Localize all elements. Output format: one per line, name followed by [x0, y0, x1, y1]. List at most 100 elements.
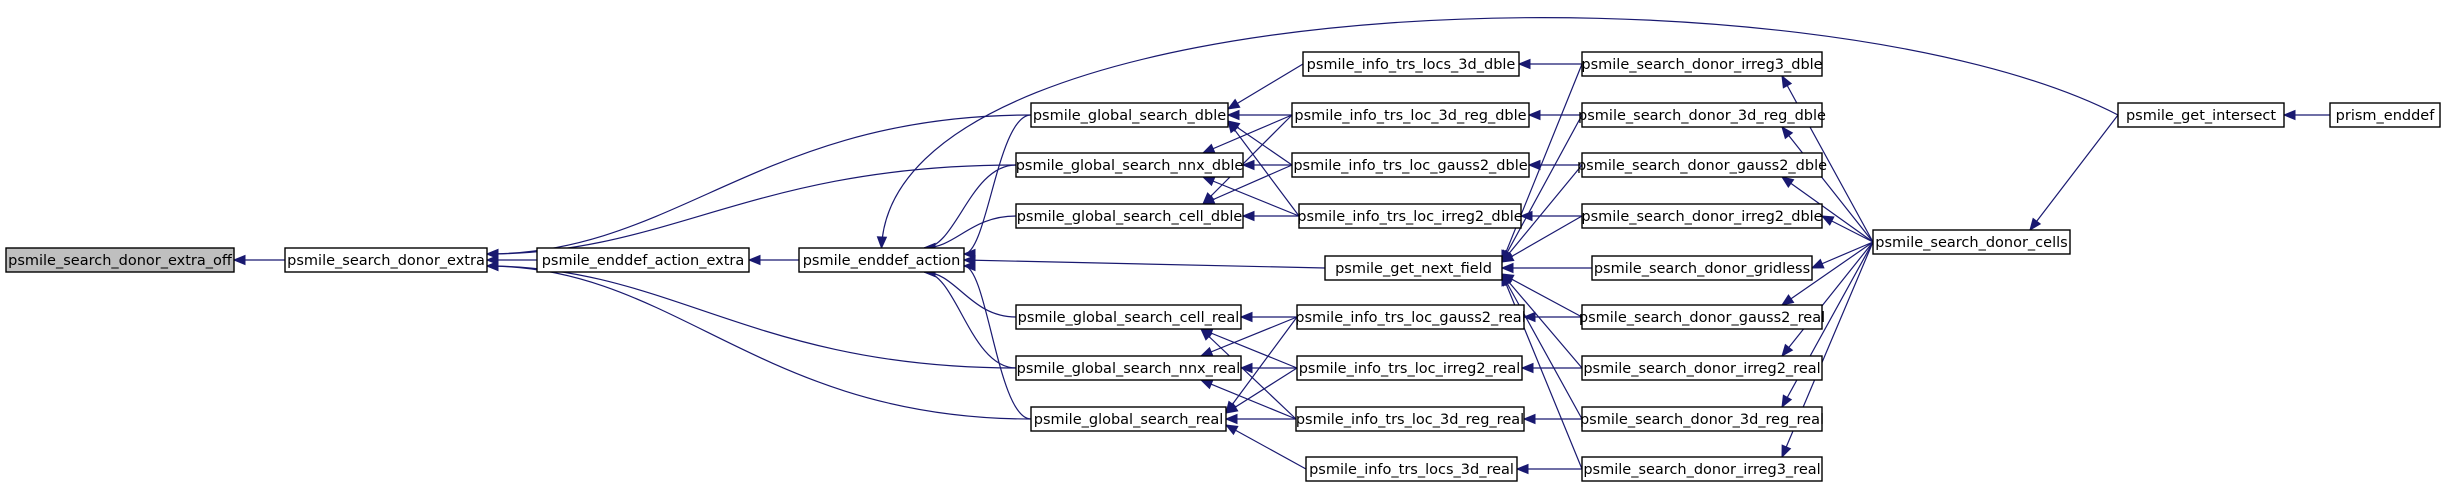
arrowhead-icon [1500, 262, 1514, 274]
arrowhead-icon [1527, 159, 1541, 171]
call-edge-line [1501, 63, 1583, 263]
call-edge [1520, 362, 1582, 374]
call-edge [1241, 210, 1299, 222]
arrowhead-icon [1227, 119, 1240, 134]
call-edge [1226, 109, 1292, 121]
node-box [1581, 51, 1823, 77]
node-prism-enddef[interactable]: prism_enddef [2329, 102, 2441, 128]
node-label: psmile_enddef_action_extra [542, 253, 745, 269]
node-extra[interactable]: psmile_search_donor_extra [284, 247, 488, 273]
arrowhead-icon [1224, 424, 1239, 436]
node-intersect[interactable]: psmile_get_intersect [2117, 102, 2285, 128]
node-gauss2-dble[interactable]: psmile_info_trs_loc_gauss2_dble [1291, 152, 1530, 178]
call-edge [1781, 241, 1874, 358]
node-label: psmile_search_donor_extra_off [8, 253, 233, 269]
node-box [284, 247, 488, 273]
call-edge-line [2029, 114, 2119, 231]
node-donor-cells[interactable]: psmile_search_donor_cells [1872, 229, 2071, 255]
node-label: psmile_info_trs_locs_3d_real [1309, 462, 1514, 478]
node-label: psmile_search_donor_gauss2_dble [1577, 158, 1827, 174]
call-edge [876, 17, 2119, 250]
node-label: psmile_global_search_cell_real [1018, 310, 1240, 326]
call-edge [1239, 362, 1297, 374]
call-edge [747, 254, 799, 266]
arrowhead-icon [1200, 328, 1213, 341]
node-gs-nnx-real[interactable]: psmile_global_search_nnx_real [1015, 355, 1242, 381]
node-d-gridless[interactable]: psmile_search_donor_gridless [1591, 255, 1813, 281]
node-d-irreg3-real[interactable]: psmile_search_donor_irreg3_real [1581, 456, 1823, 482]
call-edge-line [1501, 273, 1583, 420]
arrowhead-icon [962, 255, 976, 266]
arrowhead-icon [232, 254, 246, 266]
node-gs-cell-real[interactable]: psmile_global_search_cell_real [1015, 304, 1242, 330]
node-label: psmile_info_trs_locs_3d_dble [1307, 57, 1516, 73]
node-box [1581, 406, 1823, 432]
node-d-3dreg-real[interactable]: psmile_search_donor_3d_reg_real [1580, 406, 1824, 432]
node-box [2329, 102, 2441, 128]
call-edge-line [1501, 215, 1583, 263]
node-gs-real[interactable]: psmile_global_search_real [1030, 406, 1227, 432]
arrowhead-icon [1224, 402, 1239, 414]
node-label: psmile_search_donor_gauss2_real [1579, 310, 1825, 326]
node-box [1015, 203, 1244, 229]
node-next-field[interactable]: psmile_get_next_field [1324, 255, 1503, 281]
arrowhead-icon [1522, 413, 1536, 425]
node-d-3dreg-dble[interactable]: psmile_search_donor_3d_reg_dble [1578, 102, 1826, 128]
call-edge-line [1781, 176, 1874, 243]
node-locs3d-dble[interactable]: psmile_info_trs_locs_3d_dble [1302, 51, 1520, 77]
node-label: psmile_global_search_nnx_dble [1016, 158, 1244, 174]
call-edge-line [1781, 241, 1874, 357]
arrowhead-icon [1226, 98, 1241, 110]
call-edge [962, 260, 1032, 420]
call-edge [1810, 241, 1874, 269]
node-box [1581, 203, 1823, 229]
node-d-irreg2-real[interactable]: psmile_search_donor_irreg2_real [1581, 355, 1823, 381]
call-edge [922, 164, 1017, 254]
arrowhead-icon [1781, 394, 1793, 409]
node-label: psmile_enddef_action [803, 253, 961, 269]
call-edge [1519, 210, 1582, 222]
node-d-irreg3-dble[interactable]: psmile_search_donor_irreg3_dble [1581, 51, 1823, 77]
node-gs-dble[interactable]: psmile_global_search_dble [1030, 102, 1229, 128]
node-action[interactable]: psmile_enddef_action [798, 247, 965, 273]
node-irreg2-real[interactable]: psmile_info_trs_loc_irreg2_real [1296, 355, 1523, 381]
node-box [1296, 304, 1525, 330]
call-edge-line [486, 164, 1017, 255]
call-edge-line [1501, 114, 1583, 263]
call-edge [1500, 215, 1583, 263]
node-box [1015, 304, 1242, 330]
arrowhead-icon [2282, 109, 2296, 121]
call-edge-line [1202, 114, 1293, 205]
call-edge-line [1501, 273, 1583, 369]
node-label: psmile_search_donor_3d_reg_real [1580, 412, 1824, 428]
arrowhead-icon [1522, 311, 1536, 323]
arrowhead-icon [1241, 210, 1255, 222]
node-d-gauss2-dble[interactable]: psmile_search_donor_gauss2_dble [1577, 152, 1827, 178]
node-box [1302, 51, 1520, 77]
node-irreg2-dble[interactable]: psmile_info_trs_loc_irreg2_dble [1297, 203, 1523, 229]
node-action-extra[interactable]: psmile_enddef_action_extra [536, 247, 750, 273]
call-edge-line [1200, 316, 1298, 357]
arrowhead-icon [1500, 251, 1515, 263]
node-gauss2-real[interactable]: psmile_info_trs_loc_gauss2_real [1295, 304, 1526, 330]
node-d-irreg2-dble[interactable]: psmile_search_donor_irreg2_dble [1581, 203, 1823, 229]
call-edge [1501, 114, 1583, 264]
node-label: psmile_global_search_real [1034, 412, 1223, 428]
arrowhead-icon [1224, 413, 1238, 425]
call-edge [1780, 176, 1874, 243]
node-loc3dreg-dble[interactable]: psmile_info_trs_loc_3d_reg_dble [1291, 102, 1530, 128]
arrowhead-icon [1199, 379, 1214, 390]
node-label: prism_enddef [2336, 108, 2436, 124]
node-locs3d-real[interactable]: psmile_info_trs_locs_3d_real [1305, 456, 1518, 482]
call-edge [922, 266, 1017, 318]
arrowhead-icon [1781, 74, 1793, 89]
node-gs-nnx-dble[interactable]: psmile_global_search_nnx_dble [1015, 152, 1244, 178]
arrowhead-icon [1201, 143, 1216, 154]
call-edge-line [1227, 63, 1304, 110]
node-box [1591, 255, 1813, 281]
node-d-gauss2-real[interactable]: psmile_search_donor_gauss2_real [1579, 304, 1825, 330]
node-gs-cell-dble[interactable]: psmile_global_search_cell_dble [1015, 203, 1244, 229]
call-edge-line [923, 164, 1017, 249]
node-loc3dreg-real[interactable]: psmile_info_trs_loc_3d_reg_real [1295, 406, 1525, 432]
